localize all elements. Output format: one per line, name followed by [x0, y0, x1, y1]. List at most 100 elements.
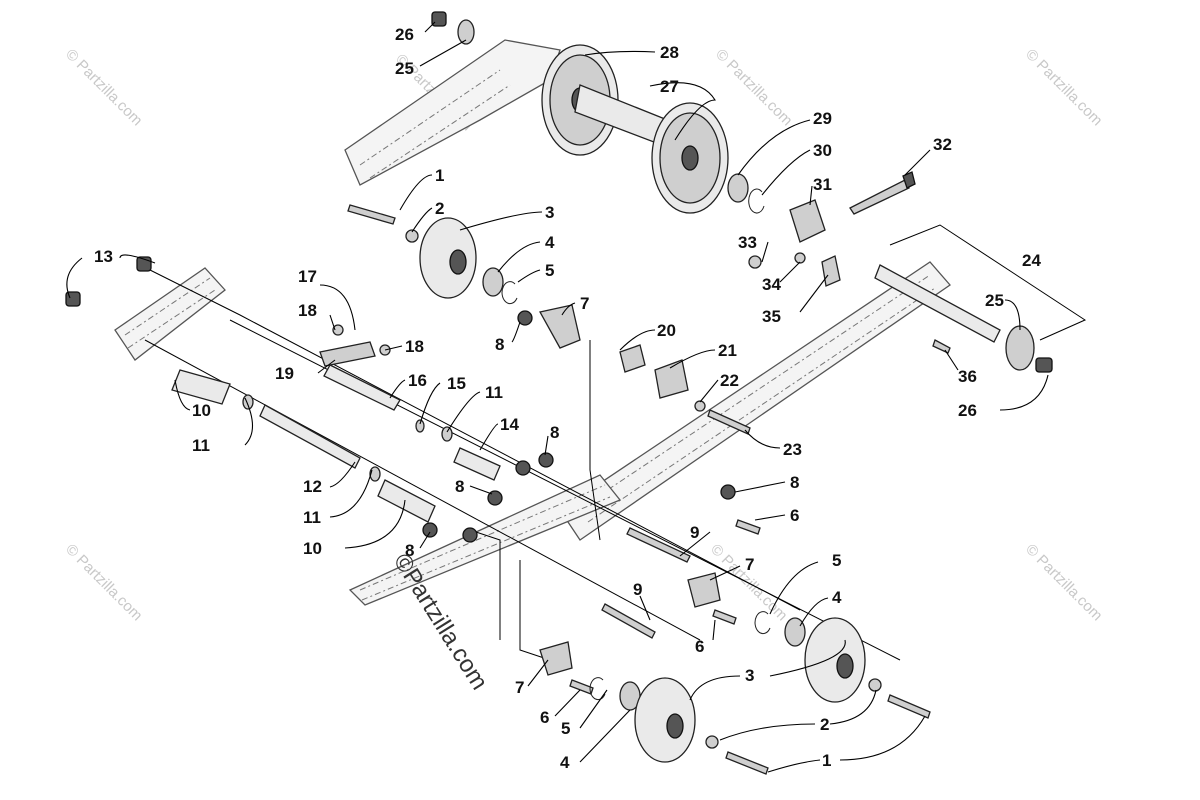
callout-22: 22 [720, 371, 739, 390]
shaft-16 [323, 364, 401, 411]
arm-7-upper [539, 304, 581, 349]
ring-15 [415, 419, 425, 433]
idler-wheel-3-lower [634, 677, 696, 763]
assembly-guides [144, 224, 1087, 661]
ring-11-middle [369, 466, 381, 482]
watermark: © Partzilla.com [62, 46, 145, 129]
idler-wheel-3-upper [419, 217, 477, 299]
callout-8: 8 [495, 335, 504, 354]
nut-8-d [487, 490, 503, 506]
watermark: © Partzilla.com [712, 46, 795, 129]
callout-8: 8 [550, 423, 559, 442]
callout-1: 1 [822, 751, 831, 770]
bolt-1-lower [725, 751, 769, 775]
callout-3: 3 [745, 666, 754, 685]
bolt-1-middle [887, 694, 931, 719]
callout-10: 10 [192, 401, 211, 420]
callout-5: 5 [561, 719, 570, 738]
callout-34: 34 [762, 275, 781, 294]
shaft-12 [259, 404, 361, 469]
callout-19: 19 [275, 364, 294, 383]
callout-21: 21 [718, 341, 737, 360]
callout-17: 17 [298, 267, 317, 286]
callout-18: 18 [298, 301, 317, 320]
cap-25-lower [1005, 325, 1035, 371]
bolt-9-upper [626, 527, 691, 563]
ring-11-left [242, 394, 254, 410]
callout-13: 13 [94, 247, 113, 266]
callout-20: 20 [657, 321, 676, 340]
callout-2: 2 [435, 199, 444, 218]
ring-11-right [441, 426, 453, 442]
nut-8-b [515, 460, 531, 476]
bracket-21 [654, 359, 689, 399]
callout-11: 11 [303, 508, 321, 527]
callout-4: 4 [545, 233, 555, 252]
callout-10: 10 [303, 539, 322, 558]
bolt-1-upper [347, 204, 396, 225]
bearing-4-upper [482, 267, 504, 297]
callout-4: 4 [560, 753, 570, 772]
callout-26: 26 [395, 25, 414, 44]
snap-ring-30 [748, 188, 765, 214]
callout-26: 26 [958, 401, 977, 420]
callout-31: 31 [813, 175, 832, 194]
bolt-32 [849, 179, 910, 215]
left-rail-cutouts [124, 277, 216, 349]
callout-30: 30 [813, 141, 832, 160]
callout-25: 25 [395, 59, 414, 78]
lower-rail-cutouts [359, 484, 611, 601]
nut-18-left [332, 324, 344, 336]
block-35 [821, 255, 841, 287]
nut-8-f [462, 527, 478, 543]
callout-11: 11 [485, 383, 503, 402]
link-17 [319, 341, 376, 367]
callout-8: 8 [405, 541, 414, 560]
spacer-31 [789, 199, 826, 243]
callout-11: 11 [192, 436, 210, 455]
bolt-36 [932, 339, 951, 354]
axle-24 [874, 264, 1001, 343]
callout-33: 33 [738, 233, 757, 252]
callout-4: 4 [832, 588, 842, 607]
callout-36: 36 [958, 367, 977, 386]
callout-9: 9 [690, 523, 699, 542]
callout-32: 32 [933, 135, 952, 154]
callout-15: 15 [447, 374, 466, 393]
callout-8: 8 [455, 477, 464, 496]
watermark: © Partzilla.com [1022, 541, 1105, 624]
bolt-6-b [712, 609, 737, 625]
washer-34 [794, 252, 806, 264]
callout-23: 23 [783, 440, 802, 459]
bolt-6-a [735, 519, 761, 535]
washer-2-upper [405, 229, 419, 243]
nut-8-g [720, 484, 736, 500]
washer-25-upper [457, 19, 475, 45]
arm-7-middle [687, 572, 721, 608]
upper-rail-segment [344, 39, 561, 186]
cap-26-upper [431, 11, 447, 27]
left-rail [114, 267, 226, 361]
lower-rail [348, 474, 622, 606]
washer-22 [694, 400, 706, 412]
callout-14: 14 [500, 415, 519, 434]
callout-35: 35 [762, 307, 781, 326]
callout-6: 6 [790, 506, 799, 525]
washer-2-lower [705, 735, 719, 749]
callout-29: 29 [813, 109, 832, 128]
bearing-29 [727, 173, 749, 203]
snap-ring-5-middle [754, 611, 771, 635]
idler-wheel-3-middle [804, 617, 866, 703]
sleeve-14 [453, 447, 501, 481]
callout-5: 5 [545, 261, 554, 280]
bolt-9-lower [601, 603, 656, 639]
callouts: 1 2 3 4 5 7 8 13 17 18 18 19 16 15 11 10… [94, 25, 1041, 772]
rails [114, 39, 951, 606]
nut-33 [748, 255, 762, 269]
callout-5: 5 [832, 551, 841, 570]
watermark: © Partzilla.com [1022, 46, 1105, 129]
nut-8-c [538, 452, 554, 468]
right-rail-cutouts [584, 274, 936, 523]
callout-24: 24 [1022, 251, 1041, 270]
